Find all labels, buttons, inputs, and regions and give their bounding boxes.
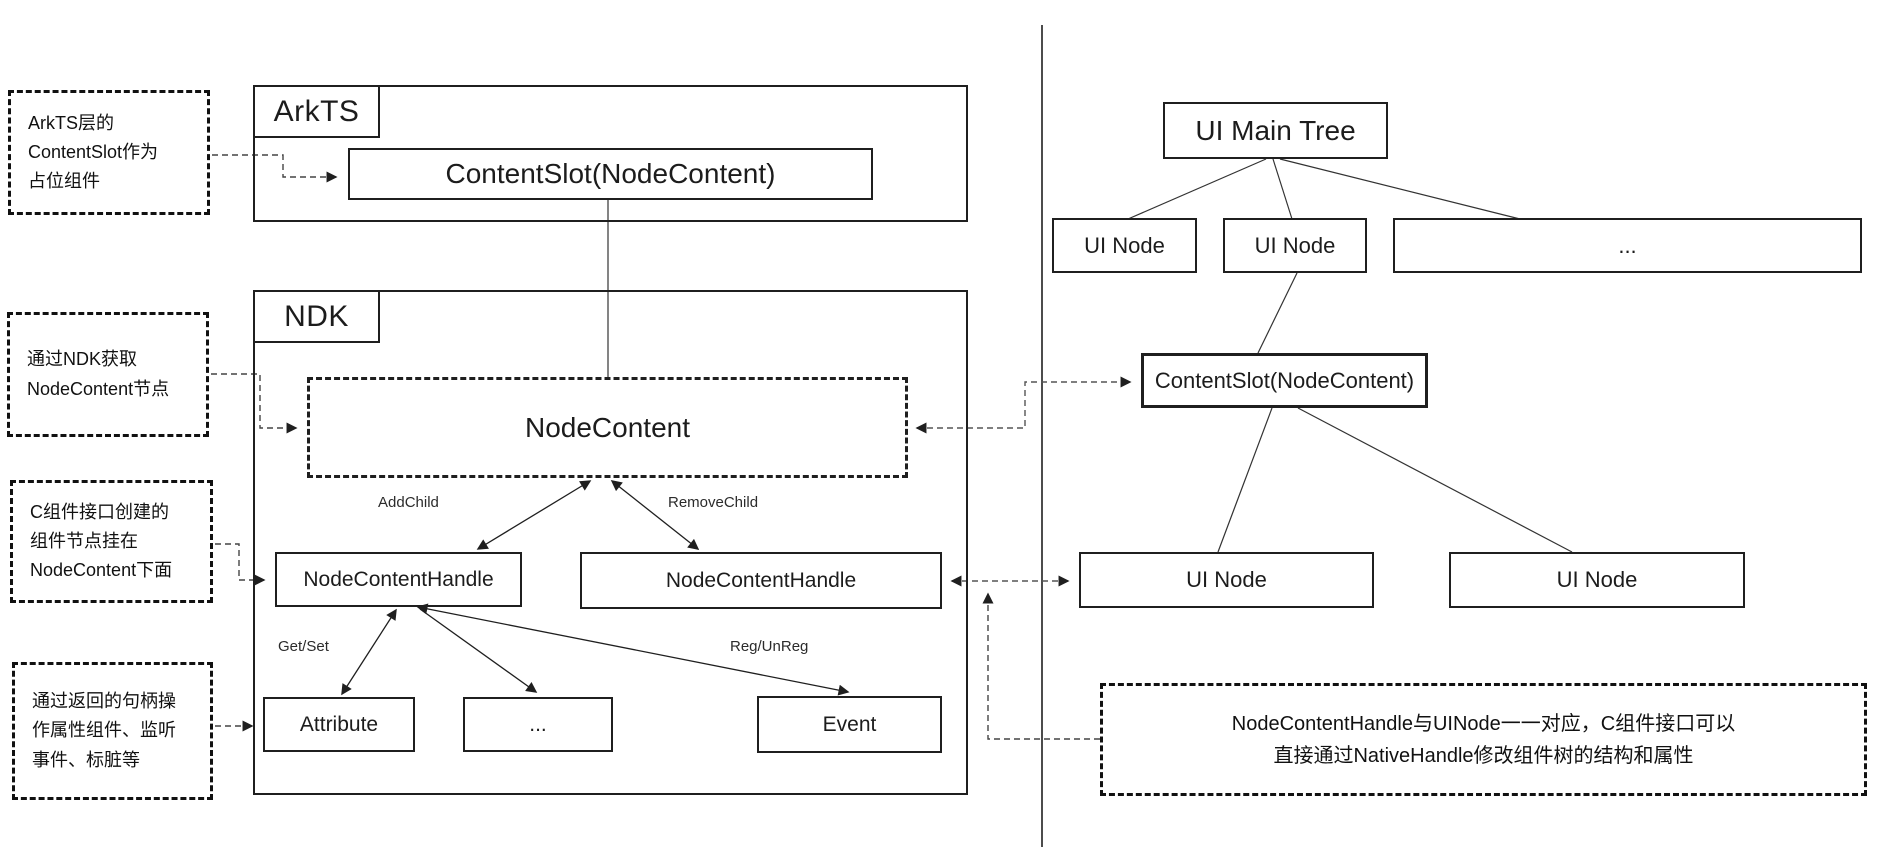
ui-node-label: ... (1618, 232, 1637, 258)
ndk-container (253, 290, 968, 795)
event-node: Event (757, 696, 942, 753)
ui-node-bottom-1: UI Node (1079, 552, 1374, 608)
annotation-c-api-nodes: C组件接口创建的 组件节点挂在 NodeContent下面 (10, 480, 213, 603)
annotation-line: NodeContentHandle与UINode一一对应，C组件接口可以 (1231, 712, 1736, 735)
nodecontenthandle-label: NodeContentHandle (303, 567, 494, 591)
annotation-arkts-contentslot: ArkTS层的 ContentSlot作为 占位组件 (8, 90, 210, 215)
annotation-line: C组件接口创建的 (30, 501, 169, 522)
ui-main-tree-node: UI Main Tree (1163, 102, 1388, 159)
ui-node-label: UI Node (1084, 232, 1165, 258)
ui-node-label: UI Node (1556, 567, 1638, 592)
annotation-line: ArkTS层的 (28, 112, 115, 133)
arkts-container (253, 85, 968, 222)
ellipsis-node: ... (463, 697, 613, 752)
ui-node-top-ellipsis: ... (1393, 218, 1862, 273)
annotation-line: NodeContent节点 (27, 378, 170, 399)
arkts-label-tab: ArkTS (255, 87, 380, 138)
contentslot-label: ContentSlot(NodeContent) (1154, 367, 1415, 393)
tree-line-5 (1217, 407, 1273, 553)
annotation-line: 事件、标脏等 (32, 749, 140, 770)
connector-note-bottom (982, 592, 1100, 740)
annotation-handle-uinode-mapping: NodeContentHandle与UINode一一对应，C组件接口可以 直接通… (1100, 683, 1867, 796)
getset-label: Get/Set (278, 638, 329, 655)
nodecontent-label: NodeContent (524, 411, 690, 443)
ndk-label-tab: NDK (255, 292, 380, 343)
annotation-line: ContentSlot作为 (28, 141, 159, 162)
arkts-label: ArkTS (273, 94, 360, 128)
nodecontent-node: NodeContent (307, 377, 908, 478)
nodecontenthandle-label: NodeContentHandle (665, 568, 857, 592)
annotation-line: 组件节点挂在 (30, 530, 138, 551)
ui-node-bottom-2: UI Node (1449, 552, 1745, 608)
ui-node-label: UI Node (1254, 232, 1336, 258)
contentslot-label: ContentSlot(NodeContent) (445, 158, 776, 189)
event-label: Event (822, 712, 877, 736)
annotation-line: 占位组件 (28, 171, 100, 192)
annotation-line: 直接通过NativeHandle修改组件树的结构和属性 (1273, 744, 1694, 767)
ellipsis-label: ... (529, 712, 547, 736)
nodecontenthandle-right: NodeContentHandle (580, 552, 942, 609)
ui-node-top-2: UI Node (1223, 218, 1367, 273)
tree-line-6 (1297, 407, 1573, 553)
attribute-node: Attribute (263, 697, 415, 752)
annotation-handle-operations: 通过返回的句柄操 作属性组件、监听 事件、标脏等 (12, 662, 213, 800)
tree-line-2 (1272, 158, 1293, 220)
contentslot-node-arkts: ContentSlot(NodeContent) (348, 148, 873, 200)
contentslot-node-tree: ContentSlot(NodeContent) (1141, 353, 1428, 408)
regunreg-label: Reg/UnReg (730, 638, 809, 655)
addchild-label: AddChild (378, 494, 439, 511)
ndk-label: NDK (284, 299, 349, 333)
removechild-label: RemoveChild (668, 494, 759, 511)
annotation-line: NodeContent下面 (30, 560, 173, 581)
annotation-line: 通过NDK获取 (27, 349, 138, 370)
tree-line-3 (1279, 158, 1521, 220)
ui-node-top-1: UI Node (1052, 218, 1197, 273)
annotation-get-nodecontent: 通过NDK获取 NodeContent节点 (7, 312, 209, 437)
annotation-line: 作属性组件、监听 (32, 720, 176, 741)
tree-line-1 (1127, 158, 1267, 220)
attribute-label: Attribute (299, 712, 379, 736)
annotation-line: 通过返回的句柄操 (32, 691, 176, 712)
ui-node-label: UI Node (1186, 567, 1267, 592)
ui-main-tree-label: UI Main Tree (1195, 114, 1356, 146)
nodecontenthandle-left: NodeContentHandle (275, 552, 522, 607)
tree-line-4 (1257, 272, 1298, 354)
